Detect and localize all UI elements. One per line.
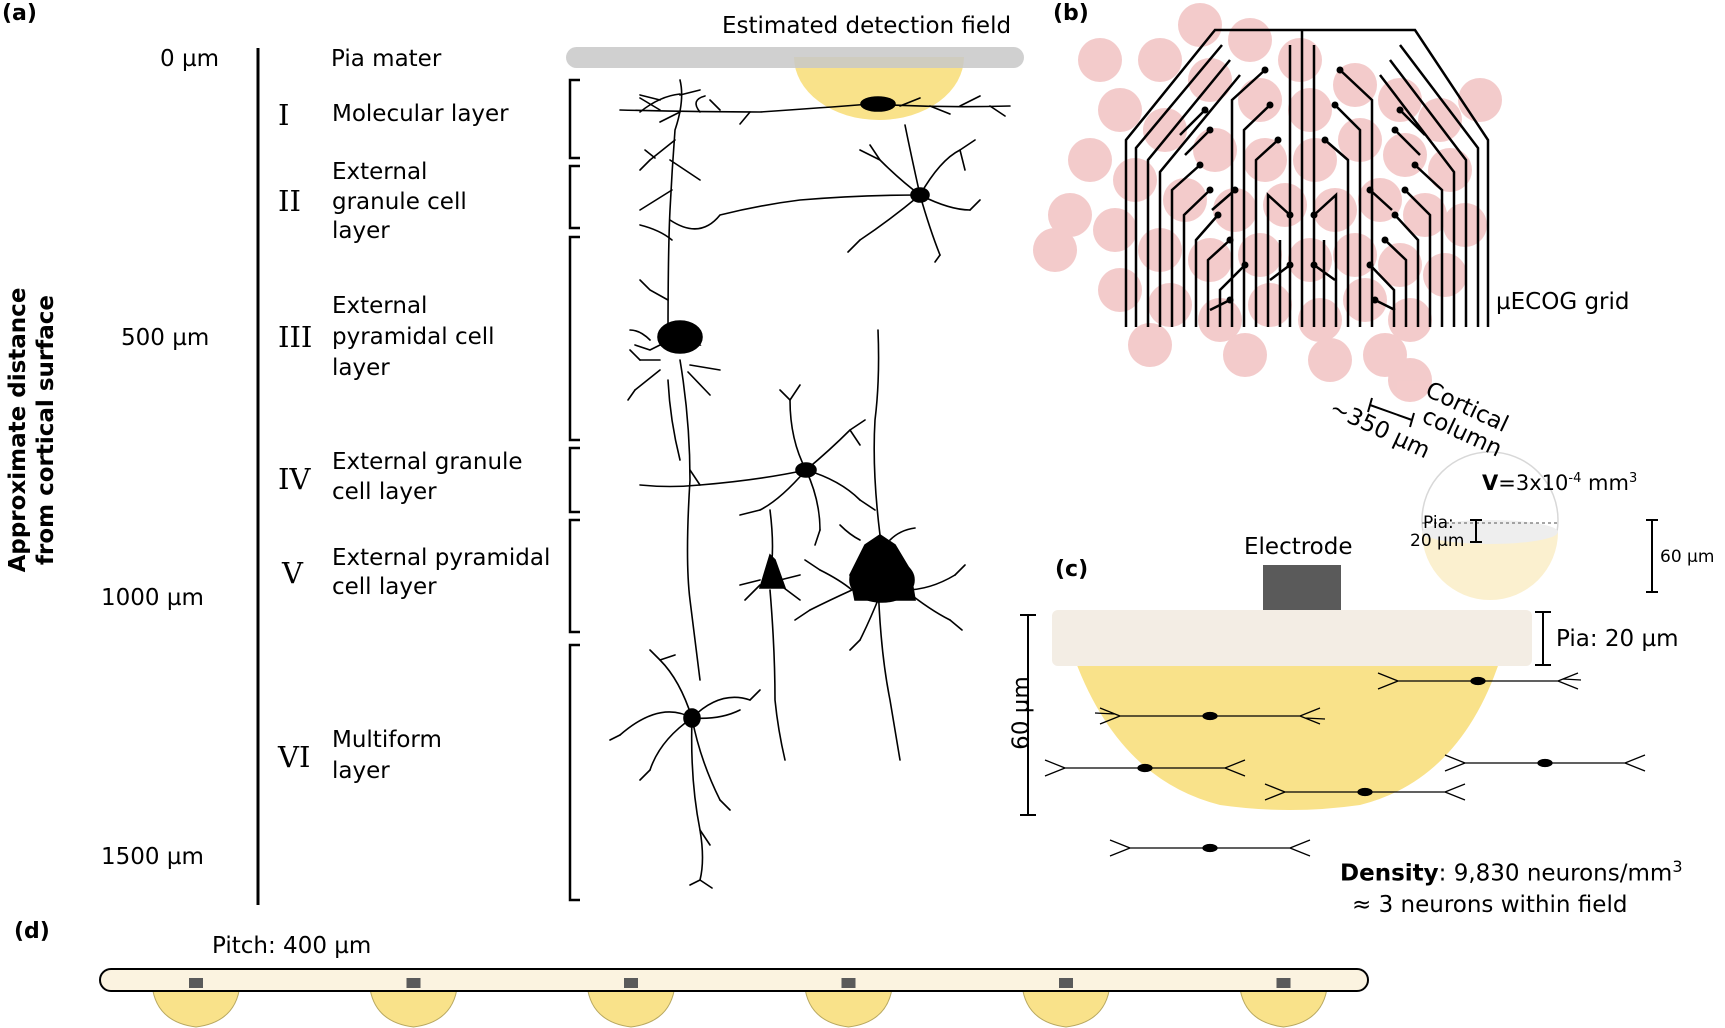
panel-label-c: (c) xyxy=(1055,557,1089,582)
electrode-label: Electrode xyxy=(1244,534,1353,560)
electrode-block xyxy=(1263,565,1341,610)
axis-title-line-2: from cortical surface xyxy=(32,295,59,565)
depth-tick-1000: 1000 µm xyxy=(101,585,204,611)
layer-iii-label-2: pyramidal cell xyxy=(332,324,495,350)
strip-electrode-4 xyxy=(841,978,856,988)
layer-vi-label-1: Multiform xyxy=(332,727,442,753)
neurons-in-field-label: ≈ 3 neurons within field xyxy=(1352,892,1628,918)
density-title: Density xyxy=(1340,860,1439,887)
volume-exponent: -4 xyxy=(1568,471,1582,486)
pitch-label: Pitch: 400 µm xyxy=(212,933,372,959)
volume-label: V=3x10-4 mm3 xyxy=(1482,471,1638,495)
depth-tick-500: 500 µm xyxy=(121,325,210,351)
layer-numeral-vi: VI xyxy=(278,740,311,774)
volume-unit: mm xyxy=(1581,471,1629,495)
layer-numeral-iii: III xyxy=(278,320,313,354)
inset-depth-label: 60 µm xyxy=(1660,547,1715,567)
density-value: : 9,830 neurons/mm xyxy=(1438,860,1673,887)
layer-ii-label-2: granule cell xyxy=(332,189,467,215)
layer-numeral-i: I xyxy=(278,98,290,132)
detection-field-label: Estimated detection field xyxy=(722,13,1012,39)
layer-iii-label-3: layer xyxy=(332,355,390,381)
panel-label-d: (d) xyxy=(14,919,50,944)
volume-symbol: V xyxy=(1482,471,1499,495)
field-neurons xyxy=(1044,672,1646,857)
neurons-illustration xyxy=(609,79,1011,889)
strip-electrodes xyxy=(189,978,1291,988)
uecog-grid-traces xyxy=(1124,28,1490,327)
scale-bar xyxy=(1367,397,1415,428)
uecog-contacts xyxy=(1196,66,1419,304)
strip-field-6 xyxy=(1238,984,1329,1028)
strip-electrode-1 xyxy=(189,978,203,988)
panel-label-a: (a) xyxy=(2,1,37,26)
strip-electrode-5 xyxy=(1059,978,1073,988)
layer-iii-label-1: External xyxy=(332,293,428,319)
depth-axis-title: Approximate distance from cortical surfa… xyxy=(5,245,65,615)
strip-field-3 xyxy=(586,984,676,1028)
panel-label-b: (b) xyxy=(1053,1,1089,26)
strip-field-1 xyxy=(151,984,241,1028)
density-label: Density: 9,830 neurons/mm3 xyxy=(1340,858,1683,887)
volume-unit-exponent: 3 xyxy=(1628,471,1638,486)
strip-field-4 xyxy=(803,984,894,1028)
layer-numeral-v: V xyxy=(282,556,303,590)
strip-electrode-2 xyxy=(406,978,421,988)
inset-pia-label-1: Pia: xyxy=(1423,513,1454,533)
layer-v-label-1: External pyramidal xyxy=(332,545,551,571)
layer-iv-label-1: External granule xyxy=(332,449,523,475)
layer-ii-label-3: layer xyxy=(332,218,390,244)
strip-electrode-3 xyxy=(624,978,638,988)
pia-mater-label: Pia mater xyxy=(331,46,442,72)
layer-i-label: Molecular layer xyxy=(332,101,509,127)
strip-detection-fields xyxy=(151,984,1329,1028)
layer-vi-label-2: layer xyxy=(332,758,390,784)
strip-field-2 xyxy=(368,984,459,1028)
axis-title-line-1: Approximate distance xyxy=(5,287,31,573)
strip-field-5 xyxy=(1021,984,1111,1028)
layer-v-label-2: cell layer xyxy=(332,574,437,600)
depth-tick-1500: 1500 µm xyxy=(101,844,204,870)
detection-field-shape xyxy=(794,57,964,120)
pia-tissue-layer xyxy=(1052,610,1532,666)
pia-thickness-label: Pia: 20 µm xyxy=(1556,626,1679,652)
depth-tick-0: 0 µm xyxy=(160,46,219,72)
layer-ii-label-1: External xyxy=(332,159,428,185)
inset-pia-label-2: 20 µm xyxy=(1410,531,1465,551)
layer-numeral-ii: II xyxy=(278,184,301,218)
strip-electrode-6 xyxy=(1276,978,1291,988)
volume-value: =3x10 xyxy=(1498,471,1569,495)
density-exponent: 3 xyxy=(1672,857,1683,876)
electrode-strip xyxy=(99,968,1369,992)
layer-numeral-iv: IV xyxy=(278,462,311,496)
pia-mater-bar xyxy=(566,47,1024,68)
neuron-soma xyxy=(860,96,896,112)
layer-iv-label-2: cell layer xyxy=(332,479,437,505)
field-depth-label: 60 µm xyxy=(1008,676,1035,750)
detection-field-main xyxy=(1075,660,1500,810)
volume-sphere-cap xyxy=(1422,532,1558,600)
layer-brackets xyxy=(568,78,580,902)
uecog-grid-label: µECOG grid xyxy=(1496,289,1630,315)
